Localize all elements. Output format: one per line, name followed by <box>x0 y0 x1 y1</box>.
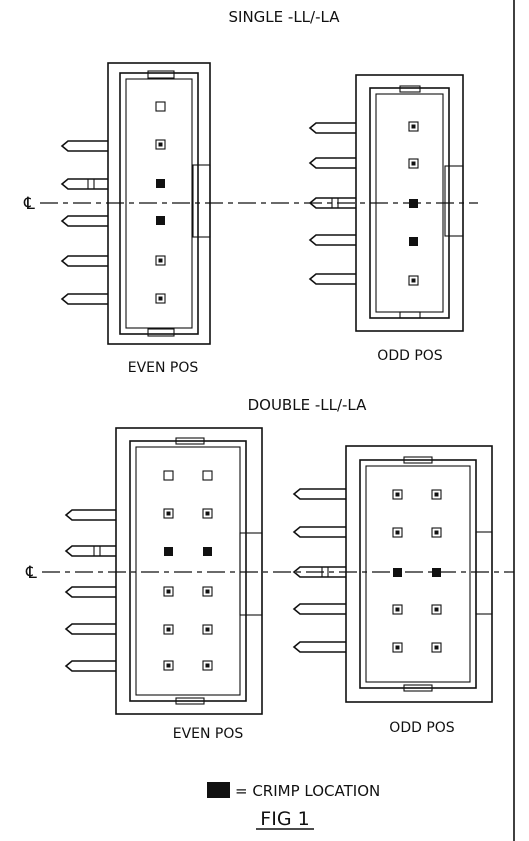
contact-icon <box>155 255 166 266</box>
contact-icon <box>155 139 166 150</box>
crimp-contact-icon <box>203 547 212 556</box>
crimp-contact-icon <box>156 179 165 188</box>
double-title: DOUBLE -LL/-LA <box>248 396 368 414</box>
crimp-contact-icon <box>409 237 418 246</box>
crimp-contact-icon <box>156 216 165 225</box>
crimp-contact-icon <box>432 568 441 577</box>
double-odd-connector <box>292 445 493 703</box>
double-even-connector <box>64 427 263 715</box>
double-even-label: EVEN POS <box>173 726 244 742</box>
single-title: SINGLE -LL/-LA <box>229 8 341 26</box>
contact-icon <box>408 158 419 169</box>
contact-open-icon <box>155 101 166 112</box>
contact-icon <box>155 293 166 304</box>
crimp-contact-icon <box>164 547 173 556</box>
contact-icon <box>408 121 419 132</box>
centerline-symbol-2: ℄ <box>25 563 37 583</box>
centerline-symbol: ℄ <box>23 194 35 214</box>
contact-icon <box>408 275 419 286</box>
crimp-legend-swatch <box>207 782 230 798</box>
contact-open-icon <box>202 470 213 481</box>
double-odd-label: ODD POS <box>389 720 454 736</box>
fig-label: FIG 1 <box>260 808 309 830</box>
single-even-label: EVEN POS <box>128 360 199 376</box>
single-odd-label: ODD POS <box>377 348 442 364</box>
crimp-legend-text: = CRIMP LOCATION <box>235 782 380 800</box>
contact-open-icon <box>163 470 174 481</box>
